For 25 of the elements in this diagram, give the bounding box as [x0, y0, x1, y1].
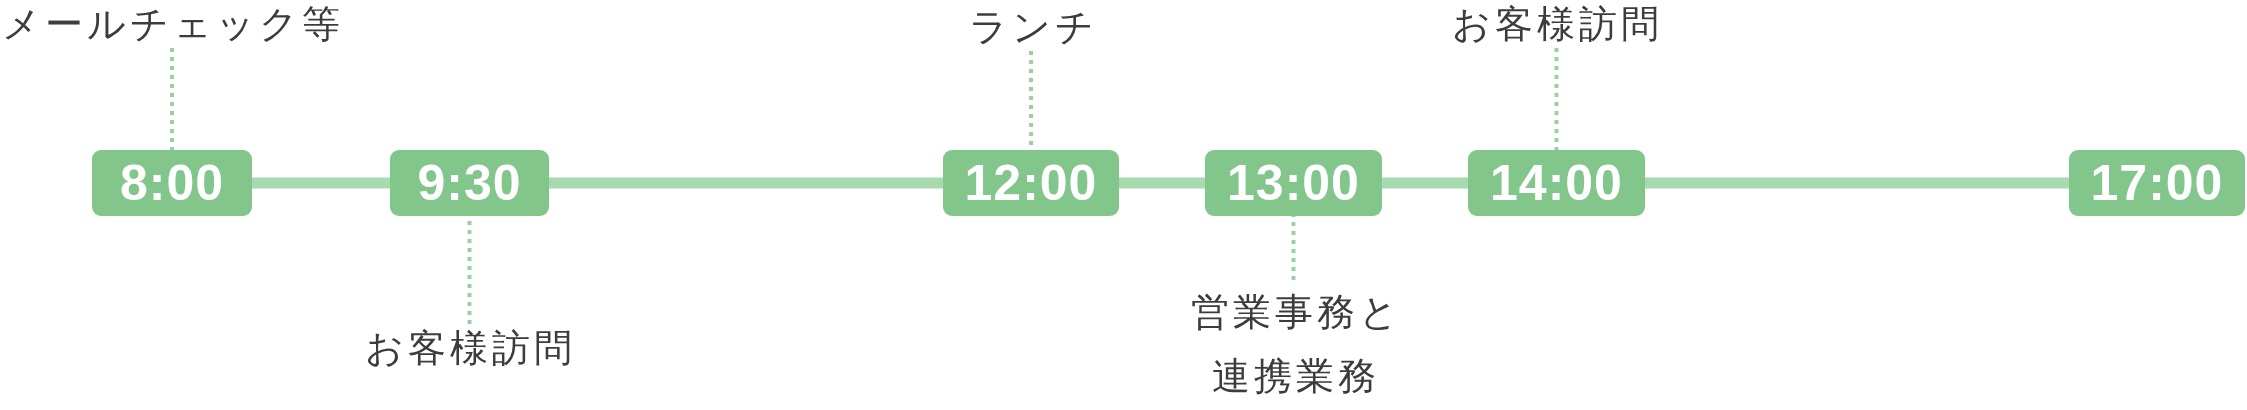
time-box	[390, 150, 549, 216]
time-box	[92, 150, 252, 216]
time-label: 13:00	[1227, 155, 1360, 211]
timeline-segment	[1382, 177, 1468, 189]
activity-text: ランチ	[953, 3, 1113, 51]
time-box	[1468, 150, 1645, 216]
activity-text: メールチェック等	[0, 0, 346, 48]
leader-line	[1291, 216, 1296, 280]
time-label: 9:30	[417, 155, 522, 211]
timeline-segment	[1645, 177, 2069, 189]
activity-text: お客様訪問	[1428, 0, 1686, 48]
time-box	[2069, 150, 2245, 216]
time-box	[943, 150, 1119, 216]
timeline-segment	[549, 177, 943, 189]
time-label: 8:00	[119, 155, 225, 211]
activity-text: 営業事務と連携業務	[1176, 280, 1416, 408]
timeline-segment	[1119, 177, 1205, 189]
time-label: 12:00	[964, 155, 1098, 211]
leader-line	[1554, 48, 1559, 150]
time-label: 14:00	[1490, 155, 1623, 211]
time-box	[1205, 150, 1382, 216]
time-label: 17:00	[2090, 155, 2224, 211]
activity-text: お客様訪問	[339, 324, 601, 372]
leader-line	[170, 48, 174, 150]
timeline-segment	[252, 177, 390, 189]
